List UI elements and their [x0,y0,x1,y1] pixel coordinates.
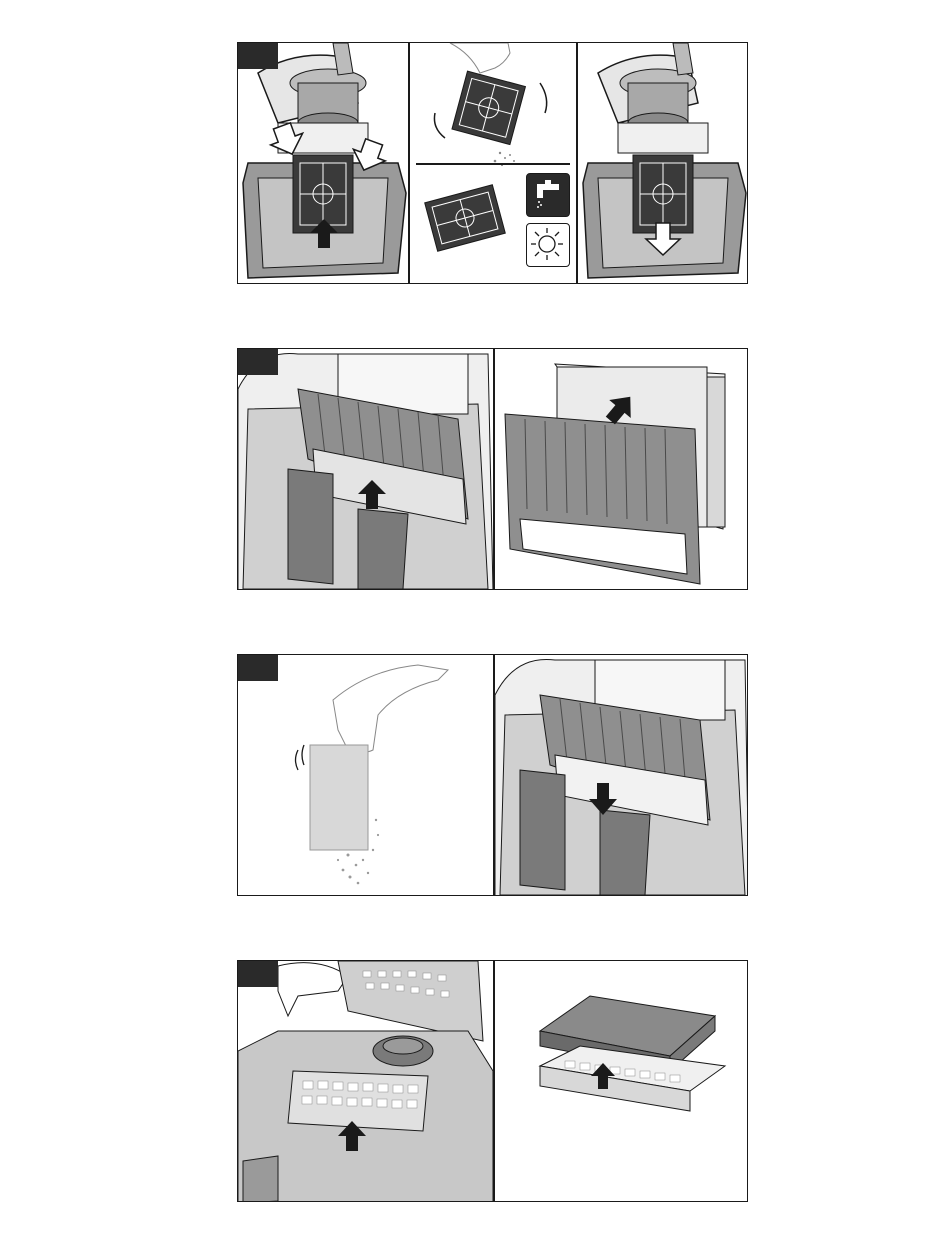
filter-reinsert-image [495,655,748,895]
step-badge-1 [238,43,278,69]
vacuum-open-grille-image [238,43,408,283]
grille-cleaning-image [410,43,576,283]
filter-tap-out-image [238,655,493,895]
filter-in-vacuum-image [238,349,493,589]
step-badge-3 [238,655,278,681]
step-badge-4 [238,961,278,987]
tap-icon [526,173,570,217]
sun-icon [526,223,570,267]
filter-removed-image [495,349,748,589]
step-panel-3 [237,654,748,896]
step-badge-2 [238,349,278,375]
step-panel-4 [237,960,748,1202]
vacuum-reinsert-grille-image [578,43,748,283]
hepa-filter-removed-image [495,961,748,1201]
hepa-filter-in-vacuum-image [238,961,493,1201]
step-panel-1 [237,42,748,284]
step-panel-2 [237,348,748,590]
